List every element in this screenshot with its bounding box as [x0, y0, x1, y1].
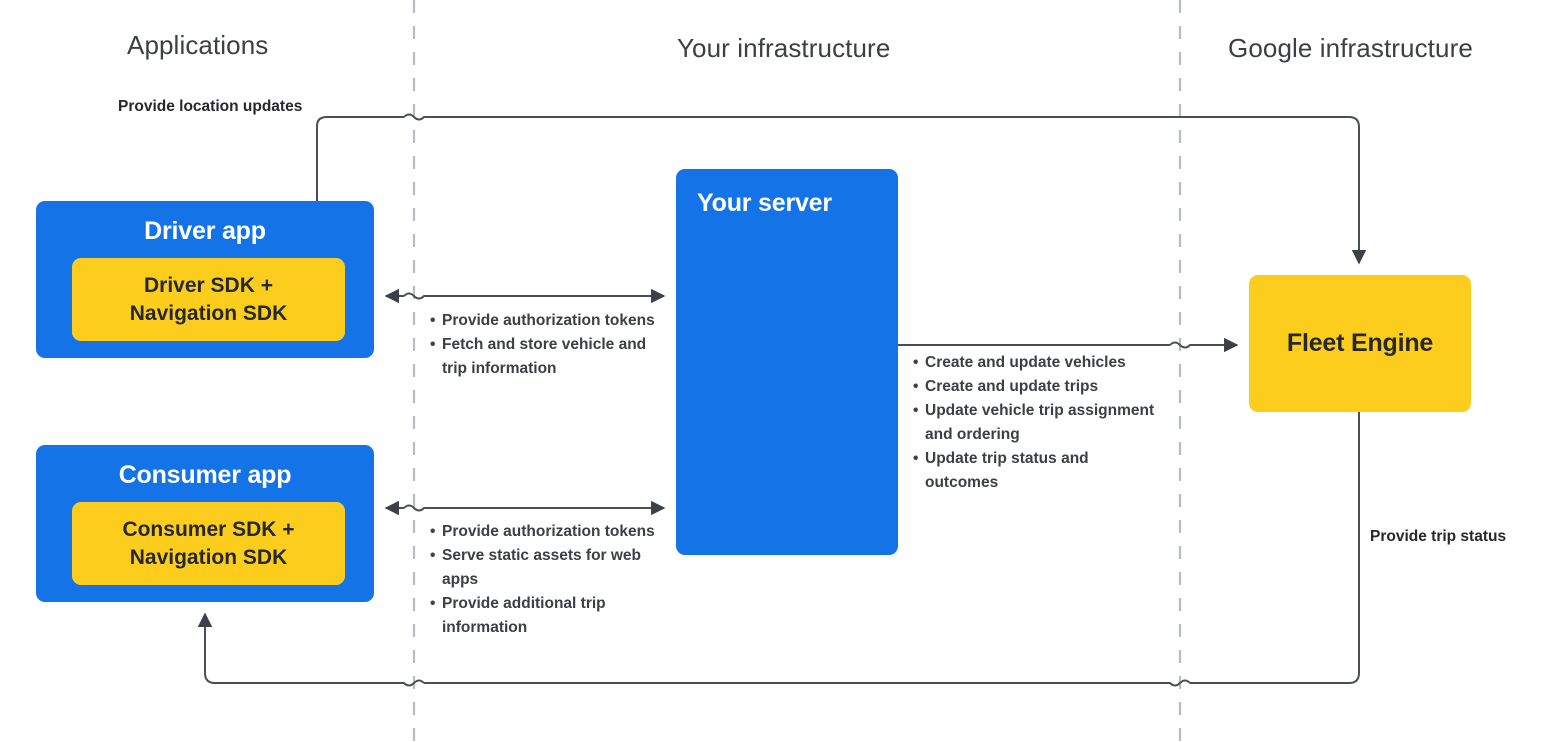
edge-label-provide-trip-status: Provide trip status [1370, 528, 1507, 545]
column-header-your-infrastructure: Your infrastructure [677, 33, 891, 63]
bullet-item: Provide authorization tokens [430, 309, 665, 333]
driver-sdk-label: Driver SDK + Navigation SDK [129, 273, 288, 325]
node-consumer-sdk[interactable]: Consumer SDK + Navigation SDK [72, 502, 345, 585]
bullet-item: Update vehicle trip assignment and order… [913, 399, 1163, 447]
bullet-item: Provide authorization tokens [430, 520, 665, 544]
consumer-app-title: Consumer app [118, 461, 292, 489]
bullet-item: Serve static assets for web apps [430, 544, 665, 592]
column-header-google-infrastructure: Google infrastructure [1228, 33, 1473, 63]
bullet-item: Update trip status and outcomes [913, 447, 1163, 495]
bullet-list-consumer-to-server: Provide authorization tokensServe static… [430, 520, 665, 640]
bullet-list-driver-to-server: Provide authorization tokensFetch and st… [430, 309, 665, 381]
edge-server-consumer [386, 506, 664, 511]
column-header-applications: Applications [127, 30, 269, 60]
node-driver-app[interactable]: Driver app Driver SDK + Navigation SDK [36, 201, 374, 358]
bullet-item: Create and update trips [913, 375, 1163, 399]
node-driver-sdk[interactable]: Driver SDK + Navigation SDK [72, 258, 345, 341]
bullet-list-server-to-fleet-engine: Create and update vehiclesCreate and upd… [913, 351, 1163, 495]
node-consumer-app[interactable]: Consumer app Consumer SDK + Navigation S… [36, 445, 374, 602]
your-server-title: Your server [697, 189, 832, 217]
edge-server-to-fleet-engine [898, 343, 1237, 348]
edge-server-driver [386, 294, 664, 299]
node-your-server[interactable]: Your server [676, 169, 898, 555]
node-fleet-engine[interactable]: Fleet Engine [1249, 275, 1471, 412]
driver-app-title: Driver app [144, 217, 266, 245]
bullet-item: Fetch and store vehicle and trip informa… [430, 333, 665, 381]
fleet-engine-title: Fleet Engine [1286, 329, 1434, 357]
edge-label-provide-location-updates: Provide location updates [118, 98, 303, 115]
bullet-item: Provide additional trip information [430, 592, 665, 640]
consumer-sdk-label: Consumer SDK + Navigation SDK [122, 517, 295, 569]
bullet-item: Create and update vehicles [913, 351, 1163, 375]
